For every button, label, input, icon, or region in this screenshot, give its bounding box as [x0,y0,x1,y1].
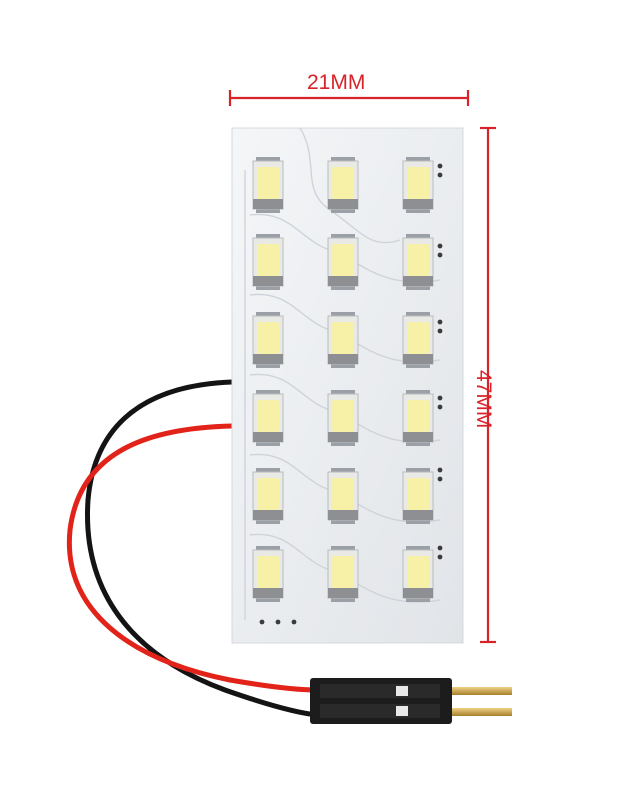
led-chip [402,546,434,602]
height-dimension-line [480,126,496,644]
width-dimension-label: 21MM [307,71,366,94]
led-chip [252,234,284,290]
led-grid [252,157,434,602]
led-chip [327,312,359,368]
red-wire [66,423,321,693]
width-dimension-line [228,90,470,106]
board-pads [259,163,443,625]
led-chip [402,234,434,290]
black-wire [85,379,321,718]
connector-plug [310,678,452,724]
height-dimension-label: 47MM [472,370,495,429]
led-chip [252,468,284,524]
led-chip [402,468,434,524]
led-chip [327,546,359,602]
led-chip [252,546,284,602]
led-chip [252,157,284,213]
led-chip [402,390,434,446]
led-chip [402,312,434,368]
led-chip [402,157,434,213]
led-chip [252,312,284,368]
led-chip [327,234,359,290]
led-chip [252,390,284,446]
connector-pins [452,687,512,716]
led-chip [327,157,359,213]
led-chip [327,468,359,524]
led-chip [327,390,359,446]
